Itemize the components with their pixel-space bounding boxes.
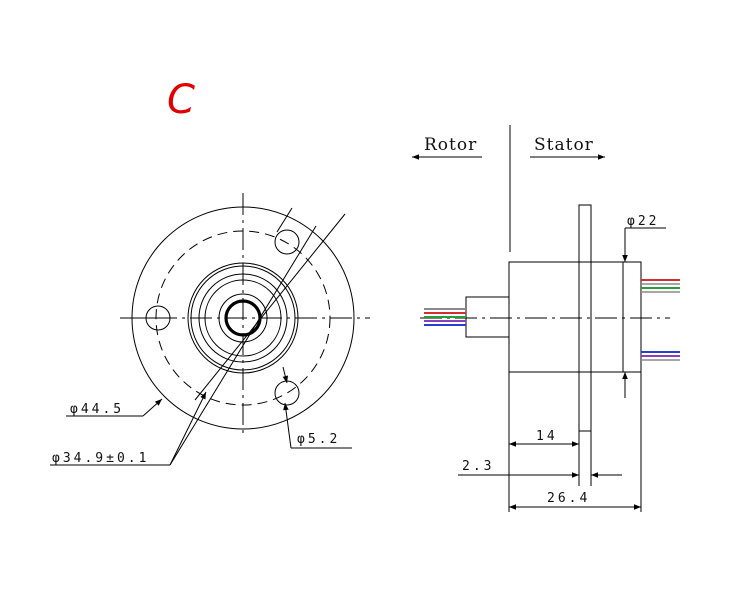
- body-inner-circle: [198, 273, 288, 363]
- dim-bolt-circle-diameter: φ34.9±0.1: [52, 451, 149, 466]
- mounting-hole-top-right: [274, 229, 300, 255]
- stator-wires: [641, 279, 680, 361]
- diagonal-leader: [194, 213, 346, 401]
- rotor-shaft: [465, 296, 510, 338]
- flange-plate: [578, 204, 592, 432]
- rotor-label: Rotor: [424, 135, 477, 155]
- body-inner-circle-2: [204, 279, 282, 357]
- body-outer-circle-2: [190, 265, 296, 371]
- dim-hole-diameter: φ5.2: [297, 432, 340, 447]
- view-letter: C: [167, 77, 195, 123]
- side-view: Rotor Stator: [412, 125, 680, 512]
- front-view: φ44.5 φ34.9±0.1 φ5.2: [50, 193, 370, 466]
- body-outer-circle: [187, 262, 299, 374]
- shaft-ring: [218, 293, 268, 343]
- dim-overall-length: 26.4: [547, 491, 590, 506]
- stator-body: [508, 261, 642, 373]
- flange-outline: [131, 206, 355, 430]
- dim-flange-diameter: φ44.5: [70, 402, 124, 417]
- dim-flange-thickness: 2.3: [462, 459, 494, 474]
- stator-label: Stator: [534, 135, 594, 155]
- dim-body-diameter: φ22: [627, 214, 659, 229]
- dim-body-length: 14: [536, 429, 558, 444]
- rotor-wires: [424, 308, 466, 326]
- mounting-hole-bottom-right: [274, 380, 300, 406]
